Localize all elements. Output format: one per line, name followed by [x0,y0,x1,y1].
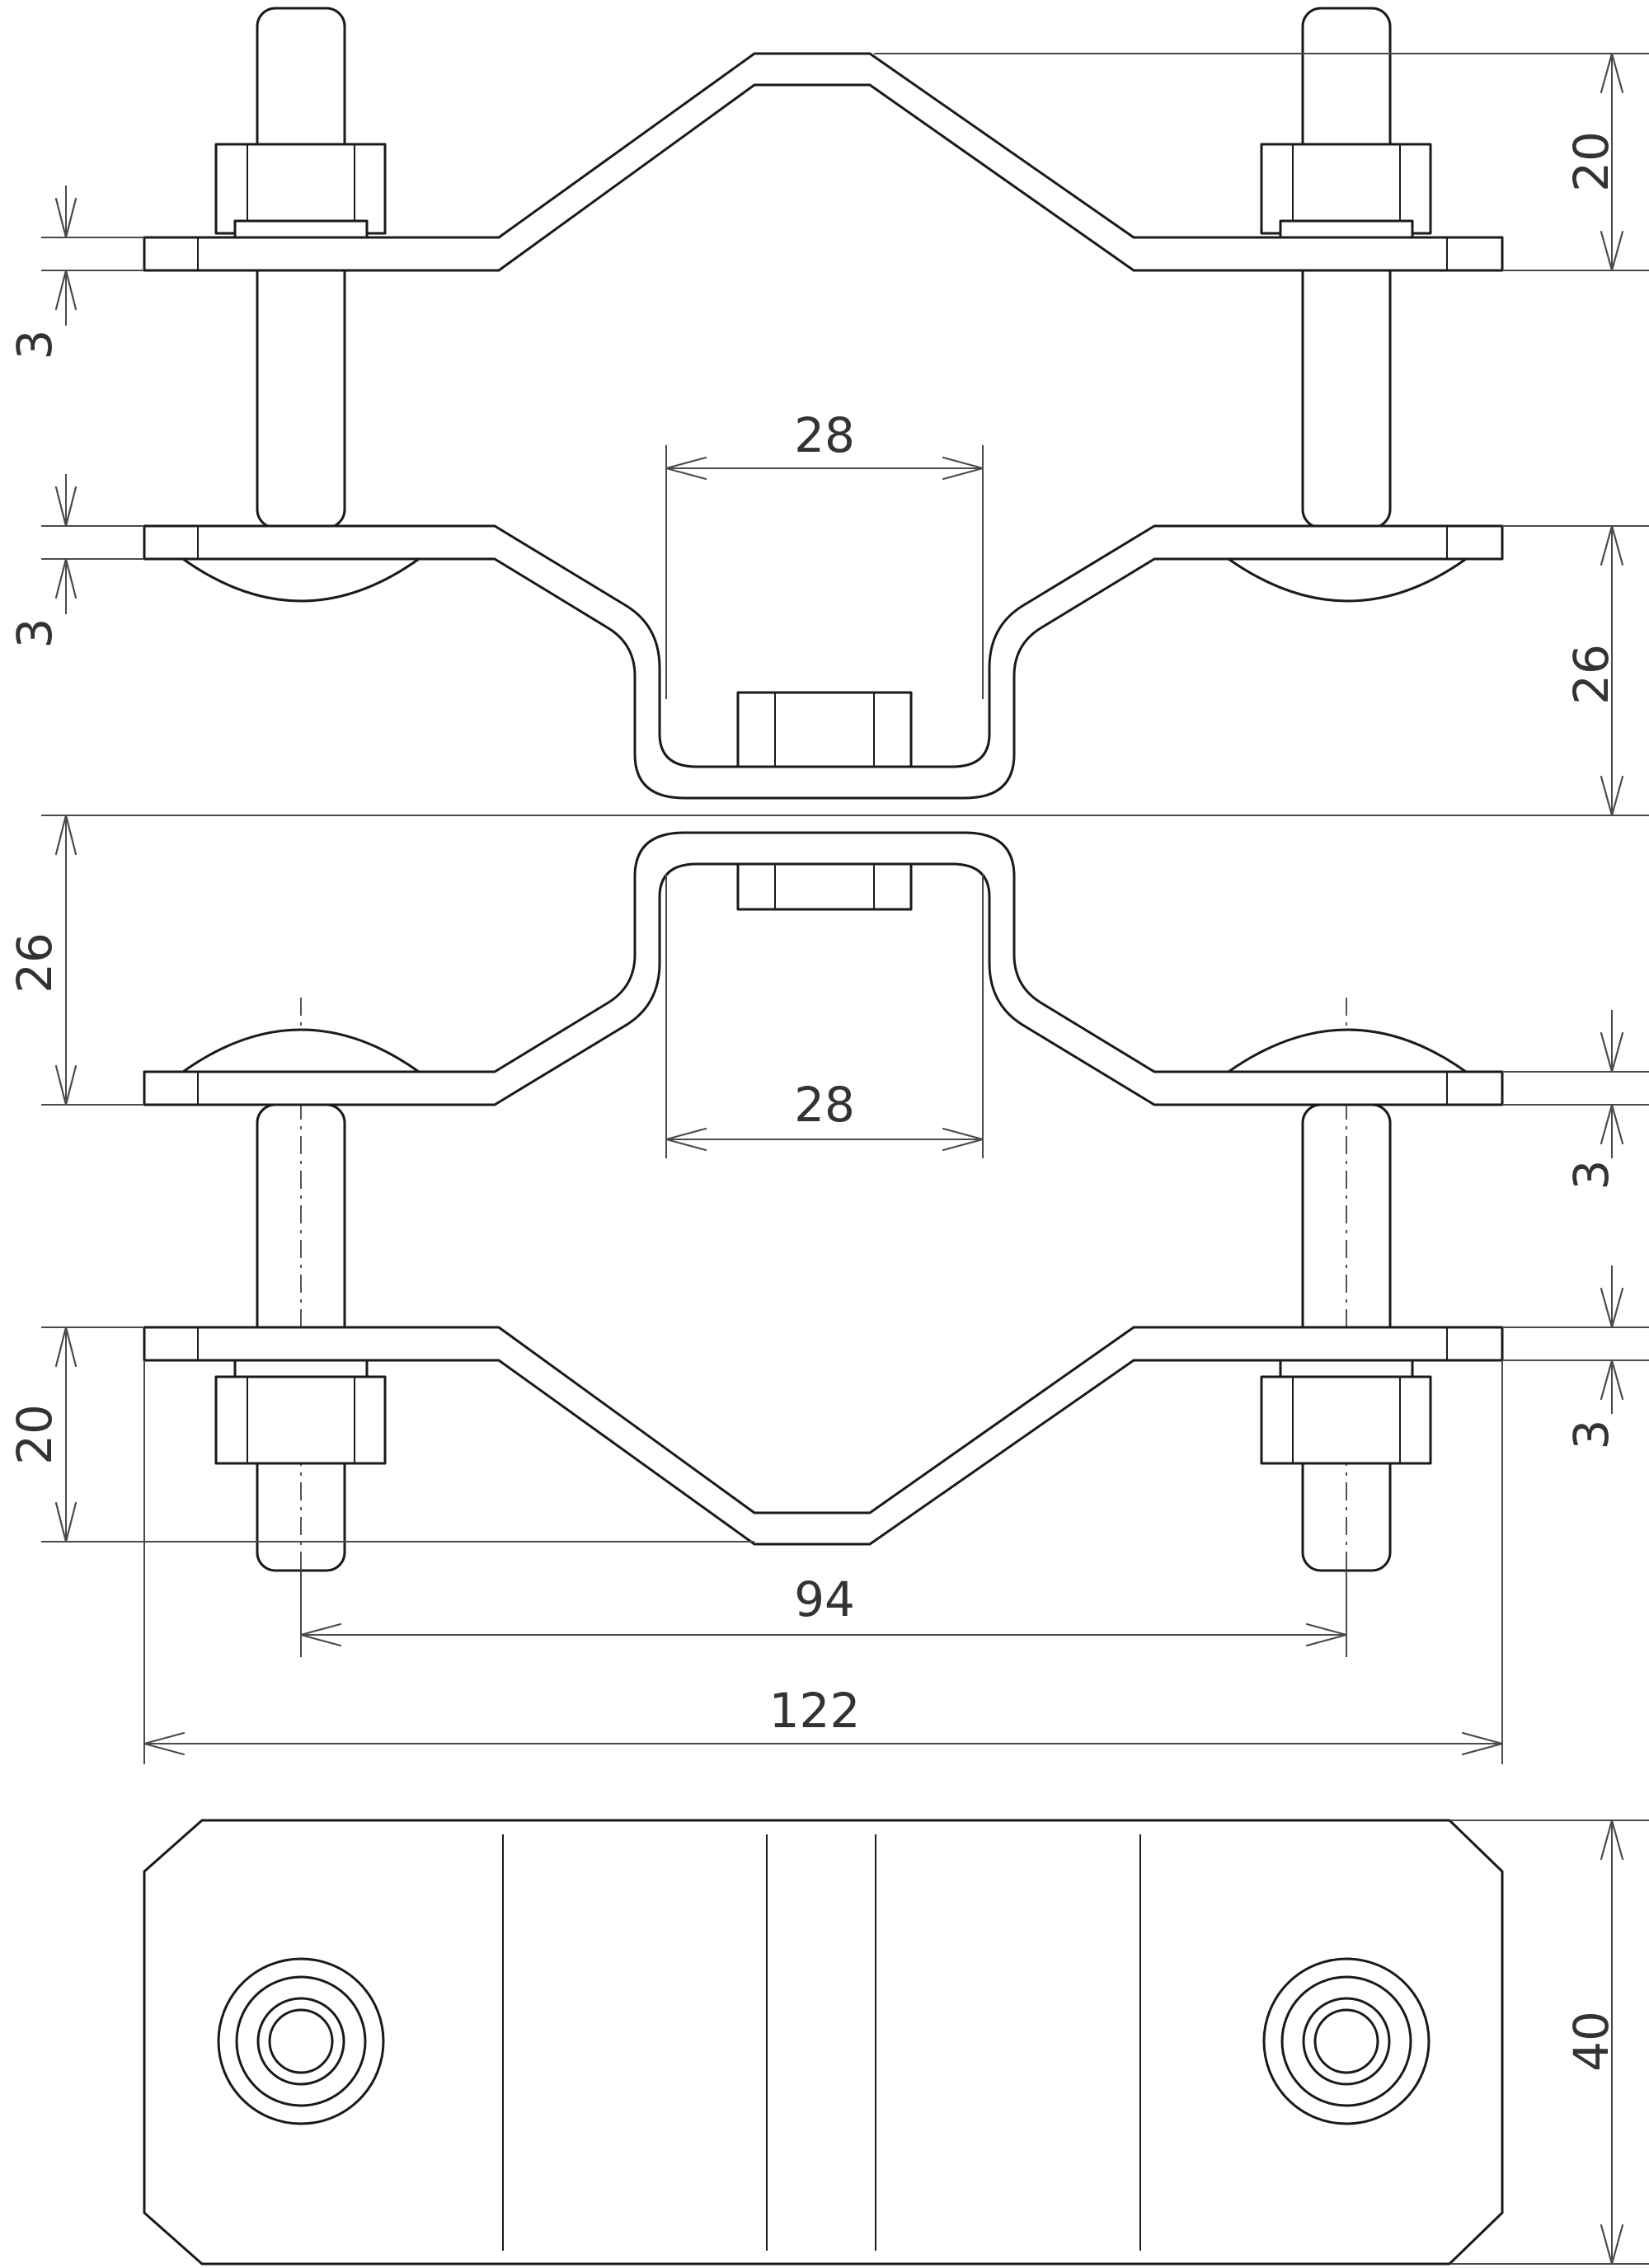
center-nut-upper [736,691,913,768]
dim-label-plate-width: 40 [1563,2011,1619,2072]
dim-bottom-plate-thickness: 3 [1502,1265,1649,1449]
plan-view [143,1819,1504,2266]
plan-bolt-right [1262,1957,1431,2125]
dim-label-top-clamp-height: 20 [1563,131,1619,192]
dim-label-overall-length: 122 [769,1683,861,1739]
dim-label-top-plate-thickness: 3 [7,330,63,360]
dim-label-bottom-inner-width: 28 [794,1077,855,1133]
dim-label-top-inner-width: 28 [794,407,855,463]
dim-label-bottom-clamp-height: 20 [7,1404,63,1465]
dim-bottom-clamp-height: 20 [7,1326,754,1543]
hex-nut-upper-right [1260,143,1432,239]
dim-bottom-inner-width: 28 [665,874,984,1158]
dim-label-lower-plate-thickness: 3 [1563,1160,1619,1190]
dimension-lines: 20 3 3 28 [7,52,1649,2266]
bolt-head-upper-right [1227,557,1468,603]
dim-label-upper-saddle-depth: 26 [1563,644,1619,705]
plan-bolt-left [217,1957,385,2125]
dim-label-bolt-spacing: 94 [794,1571,855,1627]
center-nut-lower [736,862,913,911]
dim-top-plate-thickness: 3 [7,185,144,359]
dim-bolt-spacing: 94 [299,1571,1348,1657]
bolt-head-upper-left [181,557,420,603]
dim-plate-width: 40 [1451,1819,1649,2266]
bolt-head-lower-right [1227,1028,1468,1073]
dim-label-upper-plate-thickness: 3 [7,618,63,649]
hex-nut-lower-left [214,1359,387,1465]
dim-top-clamp-height: 20 [874,52,1649,272]
bolt-head-lower-left [181,1028,420,1073]
upper-clamp-assembly [143,7,1504,800]
upper-saddle-plate [143,524,1504,800]
lower-clamp-assembly [143,831,1504,1657]
dim-label-lower-saddle-depth: 26 [7,932,63,993]
dim-lower-saddle-depth: 26 [7,814,144,1106]
plan-view-plate [143,1819,1504,2266]
dim-upper-plate-thickness: 3 [7,474,144,648]
hex-nut-upper-left [214,143,387,239]
dim-overall-length: 122 [143,1360,1504,1764]
dim-upper-saddle-depth: 26 [41,524,1649,817]
dim-top-inner-width: 28 [665,407,984,699]
hex-nut-lower-right [1260,1359,1432,1465]
dim-label-bottom-plate-thickness: 3 [1563,1420,1619,1450]
dim-lower-plate-thickness: 3 [1502,1010,1649,1190]
